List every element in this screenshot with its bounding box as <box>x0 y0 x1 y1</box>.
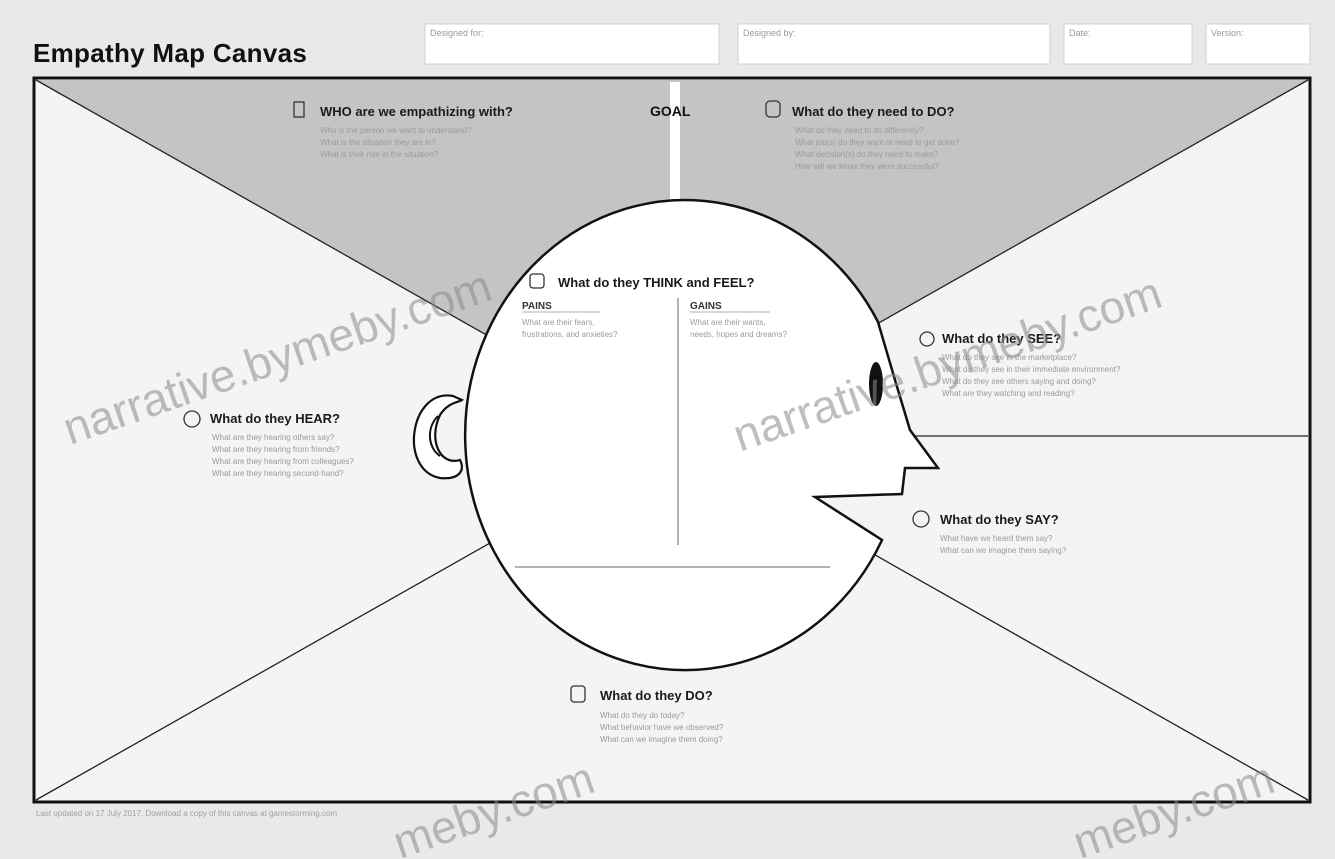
header-field-label: Designed for: <box>430 28 484 38</box>
header-field-version[interactable]: Version: <box>1206 24 1310 64</box>
do-line: What do they do today? <box>600 711 685 720</box>
gains-line: What are their wants, <box>690 318 766 327</box>
hear-line: What are they hearing others say? <box>212 433 335 442</box>
hear-line: What are they hearing second-hand? <box>212 469 344 478</box>
who-title: WHO are we empathizing with? <box>320 104 513 119</box>
do-title: What do they DO? <box>600 688 713 703</box>
hear-line: What are they hearing from friends? <box>212 445 340 454</box>
hear-title: What do they HEAR? <box>210 411 340 426</box>
header-field-designed-by[interactable]: Designed by: <box>738 24 1050 64</box>
need-to-do-line: What do they need to do differently? <box>795 126 924 135</box>
need-to-do-line: How will we know they were successful? <box>795 162 939 171</box>
footer-note: Last updated on 17 July 2017. Download a… <box>36 809 337 818</box>
header-field-label: Version: <box>1211 28 1244 38</box>
goal-label: GOAL <box>650 103 691 119</box>
pains-line: frustrations, and anxieties? <box>522 330 618 339</box>
need-to-do-line: What decision(s) do they need to make? <box>795 150 939 159</box>
say-line: What have we heard them say? <box>940 534 1053 543</box>
header-field-label: Date: <box>1069 28 1091 38</box>
who-line: What is the situation they are in? <box>320 138 437 147</box>
think-feel-title: What do they THINK and FEEL? <box>558 275 754 290</box>
hear-line: What are they hearing from colleagues? <box>212 457 354 466</box>
see-line: What are they watching and reading? <box>942 389 1075 398</box>
gains-line: needs, hopes and dreams? <box>690 330 788 339</box>
say-title: What do they SAY? <box>940 512 1059 527</box>
need-to-do-line: What job(s) do they want or need to get … <box>795 138 960 147</box>
who-line: Who is the person we want to understand? <box>320 126 472 135</box>
pains-label: PAINS <box>522 301 552 312</box>
need-to-do-title: What do they need to DO? <box>792 104 955 119</box>
header-field-label: Designed by: <box>743 28 796 38</box>
gains-label: GAINS <box>690 301 722 312</box>
say-line: What can we imagine them saying? <box>940 546 1067 555</box>
header-field-designed-for[interactable]: Designed for: <box>425 24 719 64</box>
who-line: What is their role in the situation? <box>320 150 439 159</box>
pains-line: What are their fears, <box>522 318 594 327</box>
header-field-date[interactable]: Date: <box>1064 24 1192 64</box>
do-line: What can we imagine them doing? <box>600 735 723 744</box>
do-line: What behavior have we observed? <box>600 723 724 732</box>
